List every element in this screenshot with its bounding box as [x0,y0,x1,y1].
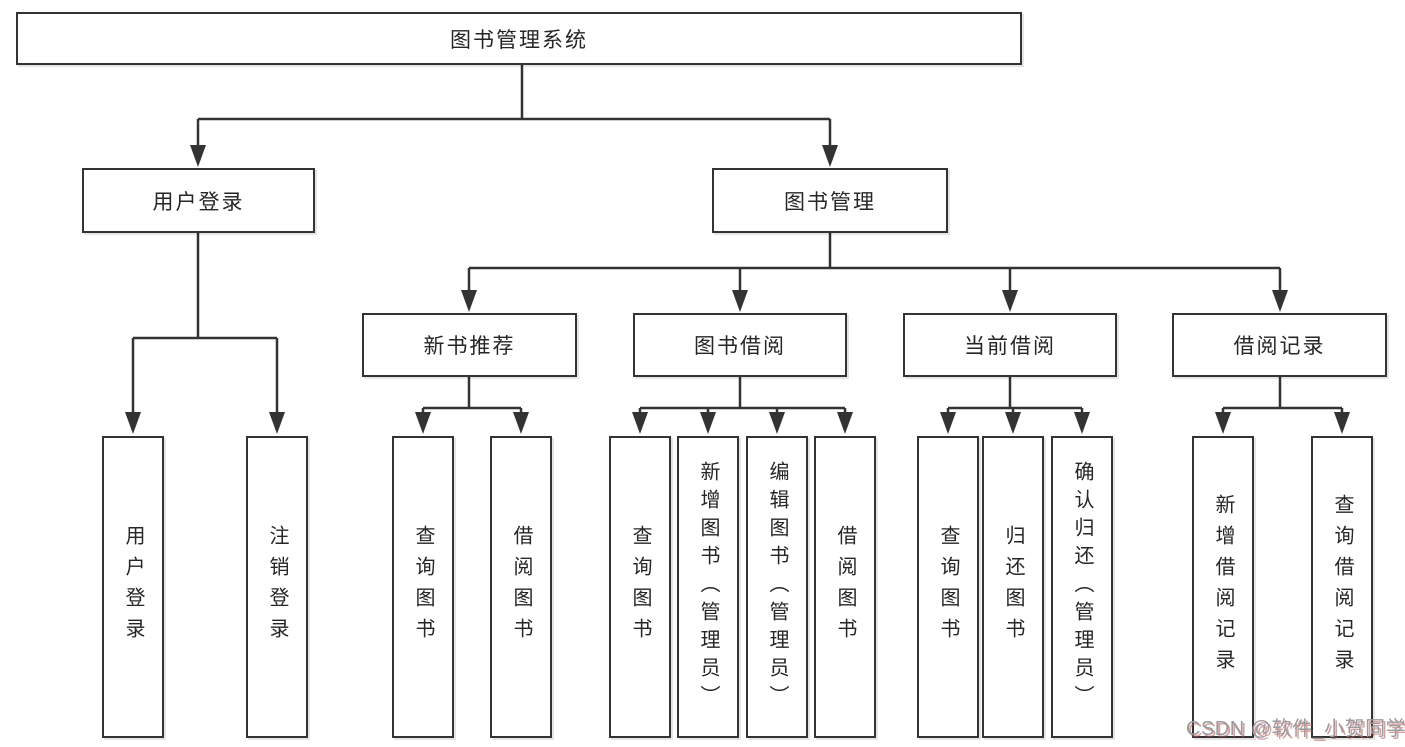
csdn-watermark: CSDN @软件_小贺同学 [1186,718,1405,740]
node-book-management: 图书管理 [712,168,948,233]
leaf-recommend-query-books: 查询图书 [392,436,454,738]
arrowhead-icons [125,145,1350,434]
leaf-current-query-books: 查询图书 [917,436,979,738]
leaf-current-confirm-return-admin: 确认归还（管理员） [1051,436,1113,738]
leaf-borrowing-borrow-books: 借阅图书 [814,436,876,738]
node-new-book-recommend: 新书推荐 [362,313,577,377]
leaf-records-query-record: 查询借阅记录 [1311,436,1373,738]
node-book-borrowing: 图书借阅 [633,313,847,377]
leaf-current-return-books: 归还图书 [982,436,1044,738]
leaf-logout: 注销登录 [246,436,308,738]
leaf-records-add-record: 新增借阅记录 [1192,436,1254,738]
leaf-borrowing-edit-books-admin: 编辑图书（管理员） [746,436,808,738]
leaf-borrowing-add-books-admin: 新增图书（管理员） [677,436,739,738]
leaf-user-login: 用户登录 [102,436,164,738]
leaf-recommend-borrow-books: 借阅图书 [490,436,552,738]
leaf-borrowing-query-books: 查询图书 [609,436,671,738]
node-root-system: 图书管理系统 [16,12,1022,65]
node-user-login: 用户登录 [82,168,315,233]
node-borrowing-records: 借阅记录 [1172,313,1387,377]
node-current-borrowing: 当前借阅 [903,313,1117,377]
